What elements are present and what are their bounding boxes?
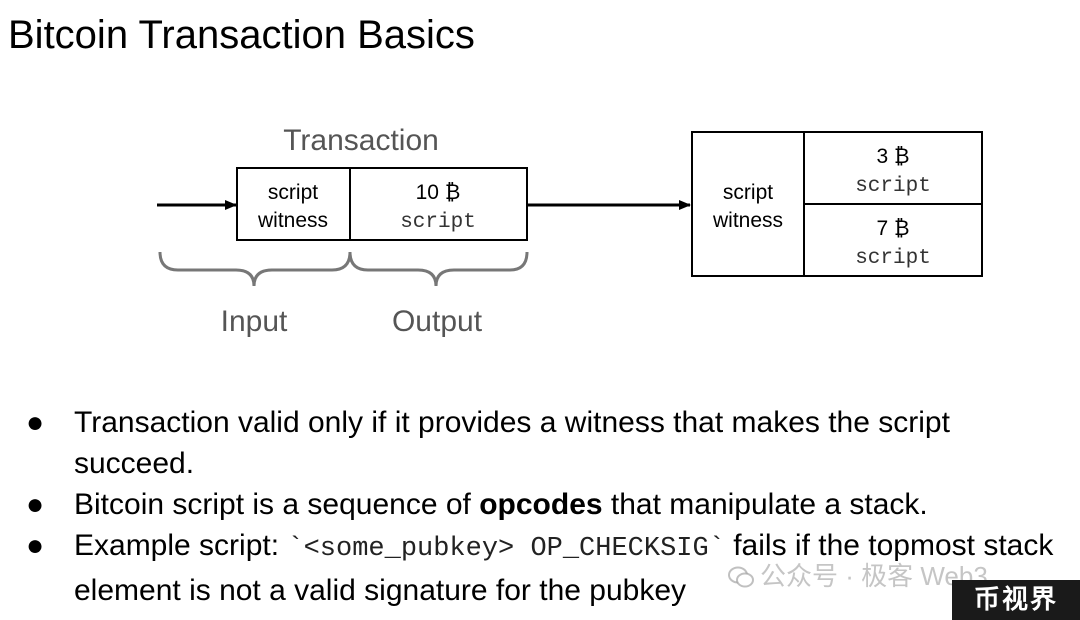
bullet-text-2-pre: Bitcoin script is a sequence of [74,488,480,521]
input-brace [158,251,352,287]
tx-input-line1: script [268,181,318,204]
bullet-text-3-pre: Example script: [74,529,288,562]
bullet-dot: ● [26,488,45,521]
bullet-text-2-post: that manipulate a stack. [602,488,928,521]
output-label: Output [392,305,483,338]
watermark-text: 公众号 · 极客 Web3 [760,561,988,591]
wechat-icon [728,566,754,588]
next-output-1-amount: 3 ₿ [876,145,909,168]
bullet-item: ● Bitcoin script is a sequence of opcode… [24,484,1076,525]
bullet-dot: ● [26,406,45,439]
input-label: Input [221,305,288,338]
bullet-text-3-code: `<some_pubkey> OP_CHECKSIG` [287,534,725,564]
watermark: 公众号 · 极客 Web3 [728,556,988,593]
slide-title: Bitcoin Transaction Basics [8,13,475,57]
bullet-text-3-post: fails if the topmost stack element is no… [74,529,1054,607]
bullet-list: ● Transaction valid only if it provides … [24,402,1076,611]
bullet-text-1: Transaction valid only if it provides a … [74,406,950,480]
tx-input-line2: witness [257,209,328,232]
tx-output-script: script [400,211,476,234]
next-input-line2: witness [712,209,783,232]
output-brace [348,251,529,287]
bullet-item: ● Transaction valid only if it provides … [24,402,1076,484]
bullet-text-2-bold: opcodes [479,488,603,521]
bullet-item: ● Example script: `<some_pubkey> OP_CHEC… [24,525,1076,611]
transaction-label: Transaction [283,124,439,157]
bullet-dot: ● [26,529,45,562]
next-output-2-script: script [855,247,931,270]
transaction-diagram: Transaction script witness 10 ₿ script s… [157,124,983,338]
tx-output-amount: 10 ₿ [416,181,461,204]
brand-badge: 币视界 [952,580,1080,620]
next-output-1-script: script [855,175,931,198]
next-output-2-amount: 7 ₿ [876,217,909,240]
next-input-line1: script [723,181,773,204]
